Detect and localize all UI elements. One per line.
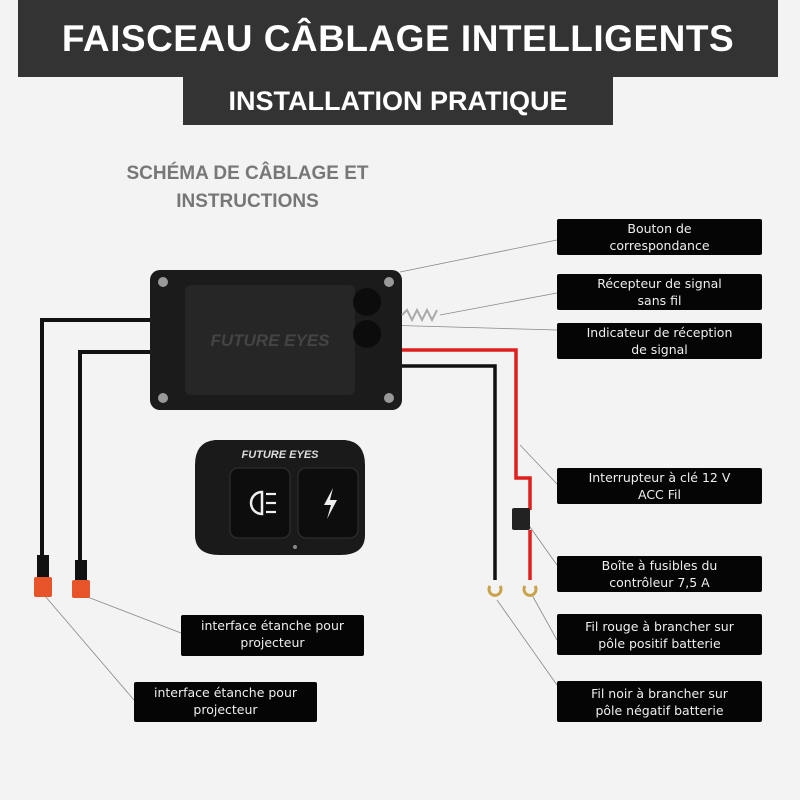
label-match-button: Bouton de correspondance <box>557 219 762 255</box>
match-button <box>353 288 381 316</box>
signal-indicator <box>353 320 381 348</box>
label-line: Récepteur de signal <box>597 276 722 291</box>
waterproof-connectors <box>34 555 90 598</box>
red-wire <box>400 348 532 510</box>
light-button <box>229 467 291 539</box>
svg-text:FUTURE EYES: FUTURE EYES <box>241 449 319 461</box>
section-title-line1: SCHÉMA DE CÂBLAGE ET <box>126 163 369 184</box>
header-title: FAISCEAU CÂBLAGE INTELLIGENTS <box>18 0 778 77</box>
label-line: Indicateur de réception <box>586 325 733 340</box>
label-line: interface étanche pour <box>201 618 344 633</box>
label-line: Fil noir à brancher sur <box>591 685 728 701</box>
label-receiver: Récepteur de signal sans fil <box>557 274 762 310</box>
label-line: interface étanche pour <box>154 685 297 700</box>
label-interface-2: interface étanche pour projecteur <box>134 682 317 722</box>
bolt-icon <box>324 488 337 519</box>
left-wires <box>40 318 152 565</box>
svg-text:FUTURE EYES: FUTURE EYES <box>210 331 330 350</box>
label-line: ACC Fil <box>638 487 681 502</box>
label-line: Boîte à fusibles du <box>601 558 718 573</box>
label-line: Bouton de <box>627 221 692 236</box>
ring-terminals <box>487 585 538 597</box>
section-title-line2: INSTRUCTIONS <box>176 191 319 212</box>
label-line: pôle positif batterie <box>598 635 721 651</box>
header-subtitle: INSTALLATION PRATIQUE <box>183 77 613 125</box>
label-line: Interrupteur à clé 12 V <box>588 470 731 485</box>
label-line: projecteur <box>193 702 258 717</box>
remote-control: FUTURE EYES <box>195 440 365 555</box>
label-key-switch: Interrupteur à clé 12 V ACC Fil <box>557 468 762 504</box>
label-indicator: Indicateur de réception de signal <box>557 323 762 359</box>
label-fuse-box: Boîte à fusibles du contrôleur 7,5 A <box>557 556 762 592</box>
leader-lines <box>44 239 558 701</box>
label-line: correspondance <box>609 238 710 253</box>
fuse-box <box>512 508 530 530</box>
label-line: contrôleur 7,5 A <box>609 575 710 590</box>
label-line: projecteur <box>240 635 305 650</box>
label-interface-1: interface étanche pour projecteur <box>181 615 364 656</box>
headlight-icon <box>249 490 264 516</box>
controller-box: FUTURE EYES <box>150 270 438 410</box>
antenna <box>401 307 438 323</box>
label-line: de signal <box>631 342 688 357</box>
label-line: pôle négatif batterie <box>595 702 724 718</box>
black-wire <box>400 364 497 580</box>
label-line: sans fil <box>637 293 682 308</box>
section-title: SCHÉMA DE CÂBLAGE ET INSTRUCTIONS <box>110 160 385 216</box>
label-line: Fil rouge à brancher sur <box>585 618 734 634</box>
